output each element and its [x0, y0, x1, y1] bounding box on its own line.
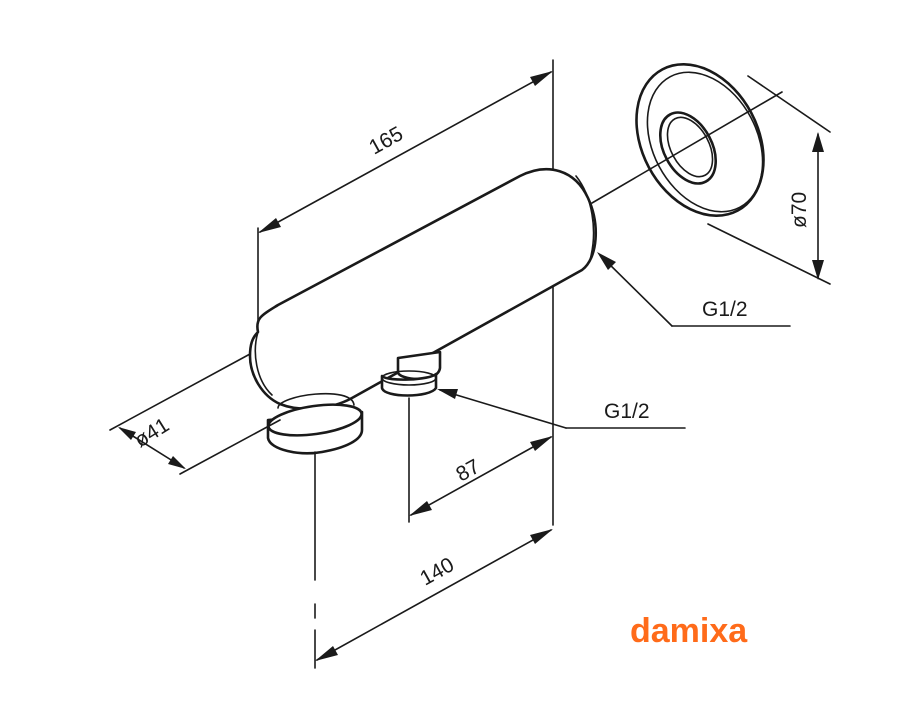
leader-rear-connection: G1/2	[597, 252, 791, 327]
extension-line-body-bottom	[179, 419, 281, 475]
dimension-flange-diameter: ø70	[707, 75, 831, 285]
outlet-body	[248, 167, 597, 411]
thread-label-rear: G1/2	[702, 298, 748, 321]
leader-bottom-outlet: G1/2	[437, 389, 686, 429]
dimension-label-body-diameter: ø41	[130, 414, 173, 453]
dimension-label-flange-diameter: ø70	[788, 192, 811, 228]
thread-label-bottom: G1/2	[604, 400, 650, 423]
center-axis-line	[591, 91, 783, 204]
rear-connector	[380, 350, 442, 397]
brand-logo: damixa	[630, 612, 748, 650]
front-connector	[266, 392, 364, 455]
dimension-outlet-spacing: 87	[409, 436, 553, 516]
dimension-base-length: 140	[315, 529, 553, 661]
extension-line-body-top	[109, 353, 251, 431]
dimension-body-diameter: ø41	[118, 414, 186, 469]
dimension-label-outlet-spacing: 87	[452, 455, 484, 486]
